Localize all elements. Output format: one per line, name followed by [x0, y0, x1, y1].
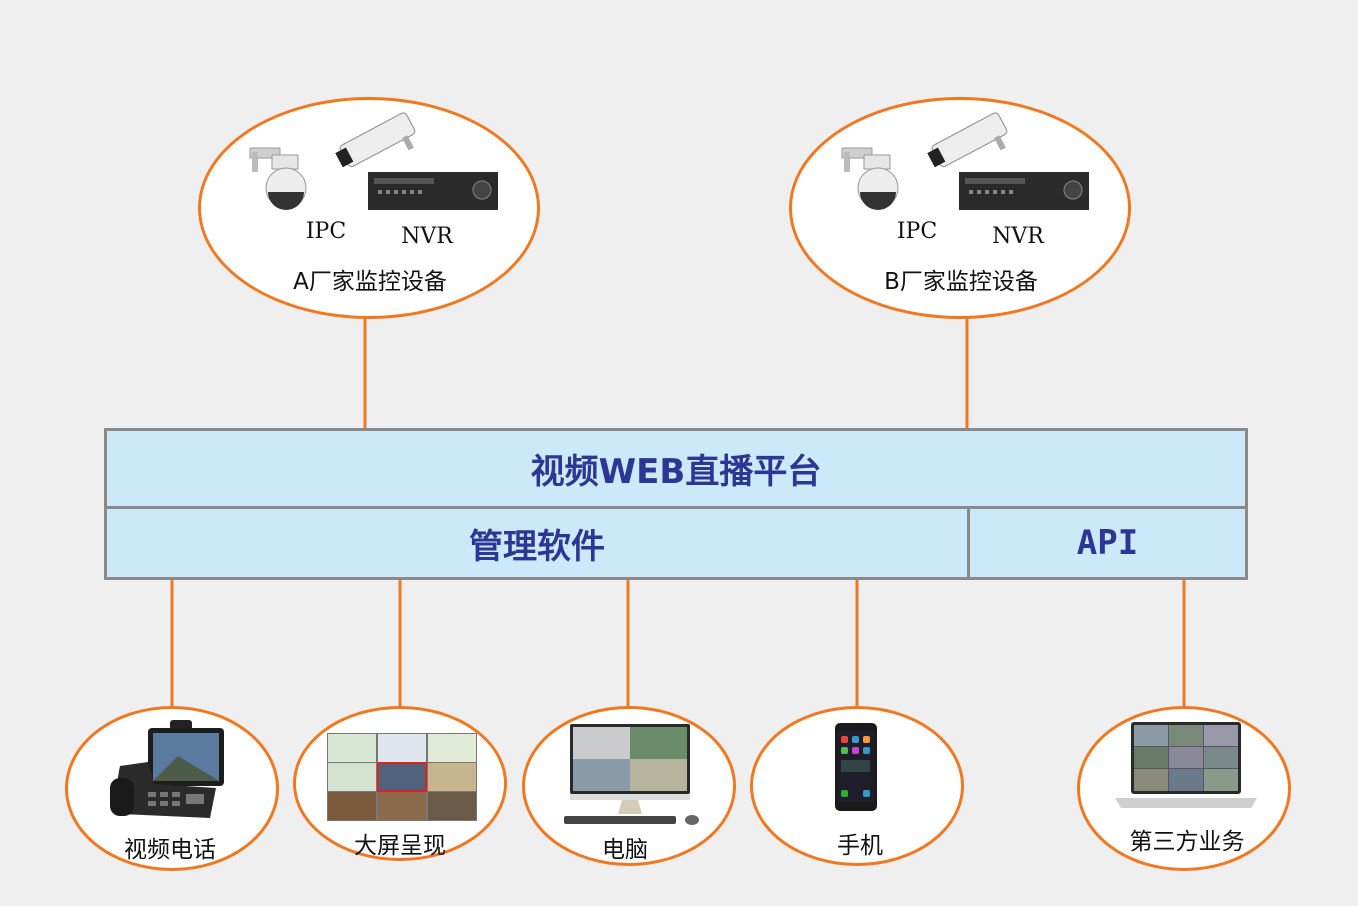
- laptop-icon: [1115, 722, 1257, 808]
- ipc-label-a: IPC: [305, 219, 347, 244]
- source-b-label: B厂家监控设备: [884, 269, 1038, 295]
- mobile-phone-icon: [835, 723, 877, 811]
- terminal-mobile-label: 手机: [837, 833, 883, 859]
- bullet-camera-icon: [335, 112, 416, 168]
- bullet-camera-icon: [927, 112, 1008, 168]
- source-a-label: A厂家监控设备: [293, 269, 447, 295]
- nvr-label-a: NVR: [401, 224, 453, 249]
- nvr-recorder-icon: [368, 172, 498, 210]
- management-software-box: 管理软件: [104, 506, 970, 580]
- ipc-label-b: IPC: [896, 219, 938, 244]
- desktop-computer-icon: [564, 724, 699, 825]
- ptz-camera-icon: [249, 147, 307, 210]
- platform-title-box: 视频WEB直播平台: [104, 428, 1248, 509]
- api-box: API: [967, 506, 1248, 580]
- terminal-third-party-label: 第三方业务: [1129, 829, 1245, 855]
- terminal-video-wall-label: 大屏呈现: [354, 833, 446, 859]
- ptz-camera-icon: [841, 147, 899, 210]
- platform-title: 视频WEB直播平台: [530, 452, 822, 492]
- video-phone-icon: [110, 720, 224, 818]
- video-wall-icon: [327, 733, 477, 821]
- api-label: API: [1076, 523, 1139, 563]
- management-software-label: 管理软件: [469, 526, 605, 567]
- nvr-label-b: NVR: [992, 224, 1044, 249]
- terminal-video-phone-label: 视频电话: [124, 837, 216, 863]
- nvr-recorder-icon: [959, 172, 1089, 210]
- terminal-computer-label: 电脑: [602, 837, 648, 863]
